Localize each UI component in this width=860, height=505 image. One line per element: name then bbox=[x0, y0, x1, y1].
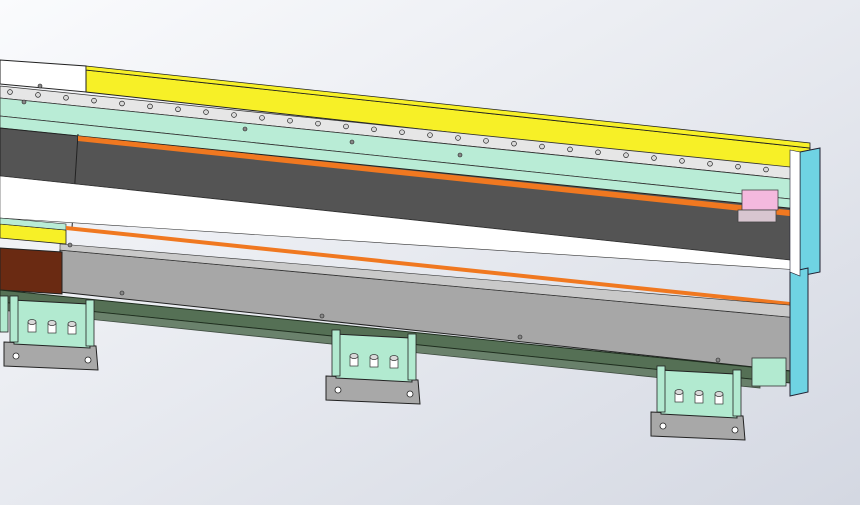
rail-bolt bbox=[707, 161, 713, 167]
rail-bolt bbox=[763, 166, 769, 173]
rail-bolt bbox=[679, 158, 685, 164]
rail-bolt bbox=[371, 126, 377, 133]
mounting-foot[interactable] bbox=[325, 329, 421, 405]
end-cap-face bbox=[789, 149, 801, 277]
yellow-rail-top-face bbox=[85, 65, 811, 149]
mounting-feet bbox=[0, 295, 746, 441]
foot-bolt bbox=[27, 319, 37, 333]
pink-sensor-block[interactable] bbox=[741, 189, 779, 211]
rail-bolt bbox=[399, 129, 405, 135]
foot-bolt bbox=[674, 389, 684, 403]
panel-screw bbox=[457, 152, 463, 158]
rail-bolt bbox=[539, 143, 545, 150]
panel-screw bbox=[319, 313, 325, 319]
rail-bolt bbox=[63, 95, 69, 101]
panel-screw bbox=[67, 242, 73, 248]
foot-bolt bbox=[714, 391, 724, 405]
panel-screw bbox=[349, 139, 355, 145]
foot-bolt bbox=[369, 354, 379, 368]
cyan-end-cap-upper[interactable] bbox=[799, 147, 821, 277]
rail-bolt bbox=[455, 135, 461, 141]
foot-bolt bbox=[694, 390, 704, 404]
panel-screw bbox=[119, 290, 125, 296]
rail-bolt bbox=[735, 163, 741, 170]
end-connector-block[interactable] bbox=[751, 357, 787, 387]
rail-bolt bbox=[119, 100, 125, 107]
rail-bolt bbox=[315, 120, 321, 127]
rail-bolt bbox=[259, 115, 265, 121]
orange-rod bbox=[66, 226, 790, 306]
panel-screw bbox=[517, 334, 523, 340]
rail-bolt bbox=[343, 123, 349, 130]
mounting-foot[interactable] bbox=[650, 365, 746, 441]
panel-screw bbox=[37, 83, 43, 89]
rail-bolt bbox=[147, 103, 153, 110]
foot-bolt bbox=[389, 355, 399, 369]
rail-bolt bbox=[623, 152, 629, 158]
foot-bolt bbox=[349, 353, 359, 367]
rail-bolt bbox=[7, 89, 13, 95]
panel-screw bbox=[715, 357, 721, 363]
panel-screws bbox=[21, 83, 721, 363]
rail-bolt bbox=[595, 149, 601, 156]
rail-bolt bbox=[427, 132, 433, 138]
mounting-foot-partial bbox=[0, 295, 9, 333]
rail-bolt bbox=[231, 112, 237, 118]
brown-block[interactable] bbox=[0, 247, 63, 295]
panel-screw bbox=[242, 126, 248, 132]
orange-strip bbox=[78, 136, 808, 218]
rail-bolt bbox=[511, 140, 517, 147]
rail-bolt bbox=[175, 106, 181, 112]
rail-bolt bbox=[203, 109, 209, 115]
rail-bolt bbox=[483, 138, 489, 144]
pink-bracket bbox=[737, 209, 777, 223]
cyan-end-cap-lower[interactable] bbox=[789, 267, 809, 397]
rail-bolt bbox=[35, 92, 41, 98]
rail-bolt bbox=[651, 155, 657, 161]
rail-bolt bbox=[287, 117, 293, 124]
rail-bolt bbox=[91, 97, 97, 104]
mounting-foot[interactable] bbox=[3, 295, 99, 371]
foot-bolt bbox=[47, 320, 57, 334]
foot-bolt bbox=[67, 321, 77, 335]
rail-bolt bbox=[567, 146, 573, 153]
rail-bolts bbox=[7, 89, 769, 173]
panel-screw bbox=[21, 99, 27, 105]
